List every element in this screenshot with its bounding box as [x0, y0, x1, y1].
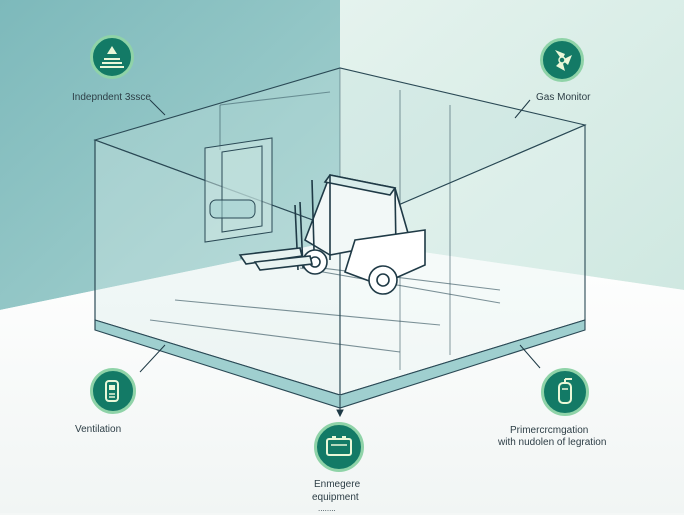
emergency-equipment-badge	[314, 422, 364, 472]
forklift-icon	[238, 174, 426, 295]
leader-lines	[139, 99, 541, 418]
primer-circulation-line1: Primercrcmgation	[510, 425, 589, 436]
gas-monitor-badge	[540, 38, 584, 82]
gas-monitor-label: Gas Monitor	[536, 92, 591, 103]
warning-floor-icon	[100, 46, 124, 68]
battery-icon	[326, 436, 352, 456]
primer-circulation-line2: with nudolen of legration	[498, 437, 607, 448]
independent-space-label: Indepndent 3ssce	[72, 92, 151, 103]
independent-space-badge	[90, 35, 134, 79]
door	[204, 137, 273, 243]
primer-circulation-badge	[541, 368, 589, 416]
emergency-equipment-line2: equipment	[312, 492, 359, 503]
emergency-equipment-line1: Enmegere	[314, 479, 361, 490]
floor	[0, 240, 684, 513]
emergency-equipment-line3: ........	[318, 504, 336, 513]
fire-extinguisher-icon	[558, 378, 572, 404]
room-box	[93, 67, 587, 409]
ventilation-badge	[90, 368, 136, 414]
ventilation-device-icon	[105, 380, 119, 402]
fan-icon	[555, 50, 572, 71]
ventilation-label: Ventilation	[75, 424, 122, 435]
right-wall	[340, 0, 684, 290]
